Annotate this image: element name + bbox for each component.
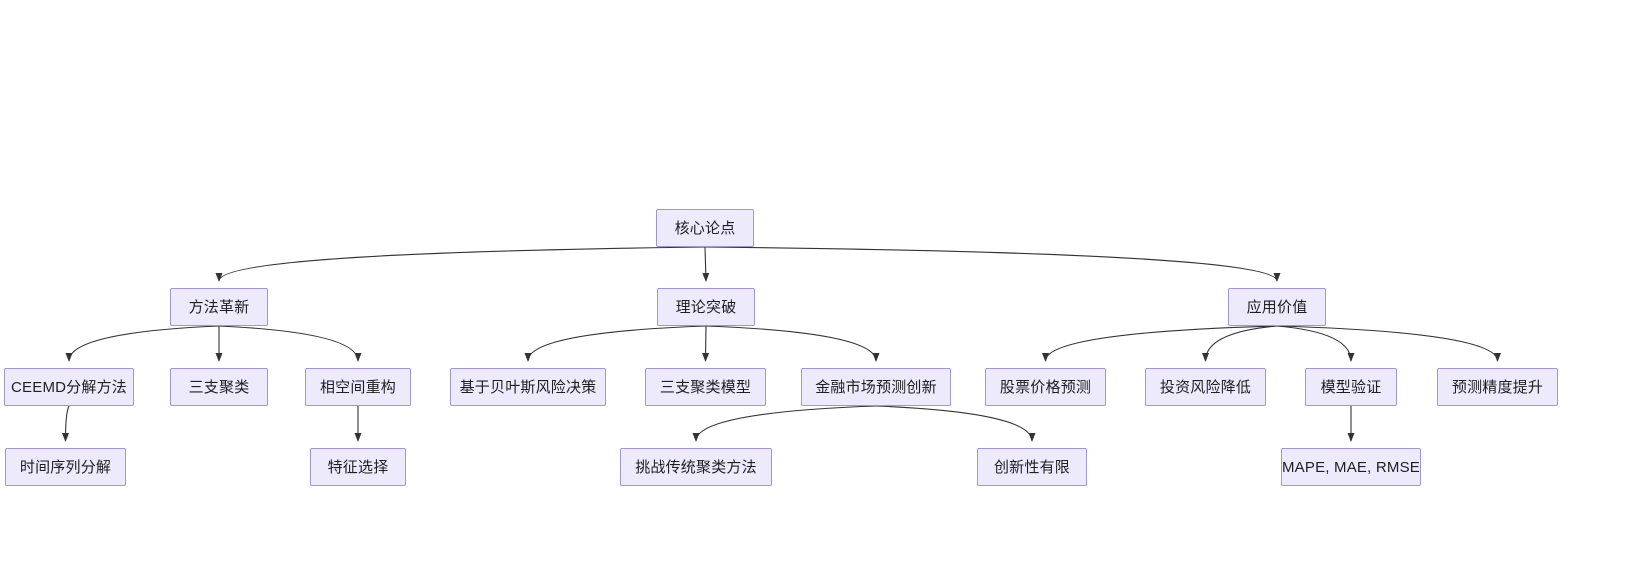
edge-root-to-method	[215, 246, 706, 282]
node-label: 模型验证	[1320, 378, 1382, 396]
node-feature[interactable]: 特征选择	[310, 448, 406, 486]
edge-method-to-phase	[218, 325, 362, 362]
edge-theory-to-tcmodel	[702, 325, 710, 362]
node-label: 金融市场预测创新	[815, 378, 937, 396]
node-apply[interactable]: 应用价值	[1228, 288, 1326, 326]
node-label: 创新性有限	[993, 458, 1070, 476]
node-label: 应用价值	[1246, 298, 1308, 316]
node-challenge[interactable]: 挑战传统聚类方法	[620, 448, 772, 486]
node-method[interactable]: 方法革新	[170, 288, 268, 326]
edge-apply-to-risk	[1202, 325, 1278, 362]
node-label: 理论突破	[675, 298, 737, 316]
node-label: 特征选择	[327, 458, 389, 476]
node-tcmodel[interactable]: 三支聚类模型	[645, 368, 766, 406]
node-ceemd[interactable]: CEEMD分解方法	[4, 368, 134, 406]
node-tsdecomp[interactable]: 时间序列分解	[5, 448, 126, 486]
node-stock[interactable]: 股票价格预测	[985, 368, 1106, 406]
edge-method-to-ceemd	[65, 325, 220, 362]
node-label: 挑战传统聚类方法	[635, 458, 757, 476]
edge-finance-to-limited	[875, 405, 1036, 442]
node-label: 相空间重构	[319, 378, 396, 396]
node-theory[interactable]: 理论突破	[657, 288, 755, 326]
node-label: 股票价格预测	[999, 378, 1092, 396]
edge-apply-to-accuracy	[1276, 325, 1501, 362]
node-finance[interactable]: 金融市场预测创新	[801, 368, 951, 406]
node-label: 基于贝叶斯风险决策	[459, 378, 597, 396]
node-phase[interactable]: 相空间重构	[305, 368, 411, 406]
edge-apply-to-validate	[1276, 325, 1355, 362]
edge-root-to-theory	[702, 246, 710, 282]
edge-theory-to-finance	[705, 325, 880, 362]
node-threecluster[interactable]: 三支聚类	[170, 368, 268, 406]
edge-paths	[62, 246, 1501, 442]
edge-root-to-apply	[704, 246, 1281, 282]
node-label: 方法革新	[188, 298, 250, 316]
node-label: 三支聚类模型	[659, 378, 752, 396]
edge-finance-to-challenge	[692, 405, 877, 442]
node-risk[interactable]: 投资风险降低	[1145, 368, 1266, 406]
node-accuracy[interactable]: 预测精度提升	[1437, 368, 1558, 406]
edge-apply-to-stock	[1042, 325, 1278, 362]
node-label: CEEMD分解方法	[11, 378, 127, 396]
node-root[interactable]: 核心论点	[656, 209, 754, 247]
edge-theory-to-bayes	[524, 325, 707, 362]
node-limited[interactable]: 创新性有限	[977, 448, 1087, 486]
node-bayes[interactable]: 基于贝叶斯风险决策	[450, 368, 606, 406]
node-validate[interactable]: 模型验证	[1305, 368, 1397, 406]
node-label: 核心论点	[674, 219, 736, 237]
node-label: 三支聚类	[188, 378, 250, 396]
edge-ceemd-to-tsdecomp	[62, 405, 70, 442]
node-label: 投资风险降低	[1159, 378, 1252, 396]
node-label: MAPE, MAE, RMSE	[1281, 458, 1421, 476]
node-label: 时间序列分解	[19, 458, 112, 476]
node-metrics[interactable]: MAPE, MAE, RMSE	[1281, 448, 1421, 486]
node-label: 预测精度提升	[1451, 378, 1544, 396]
